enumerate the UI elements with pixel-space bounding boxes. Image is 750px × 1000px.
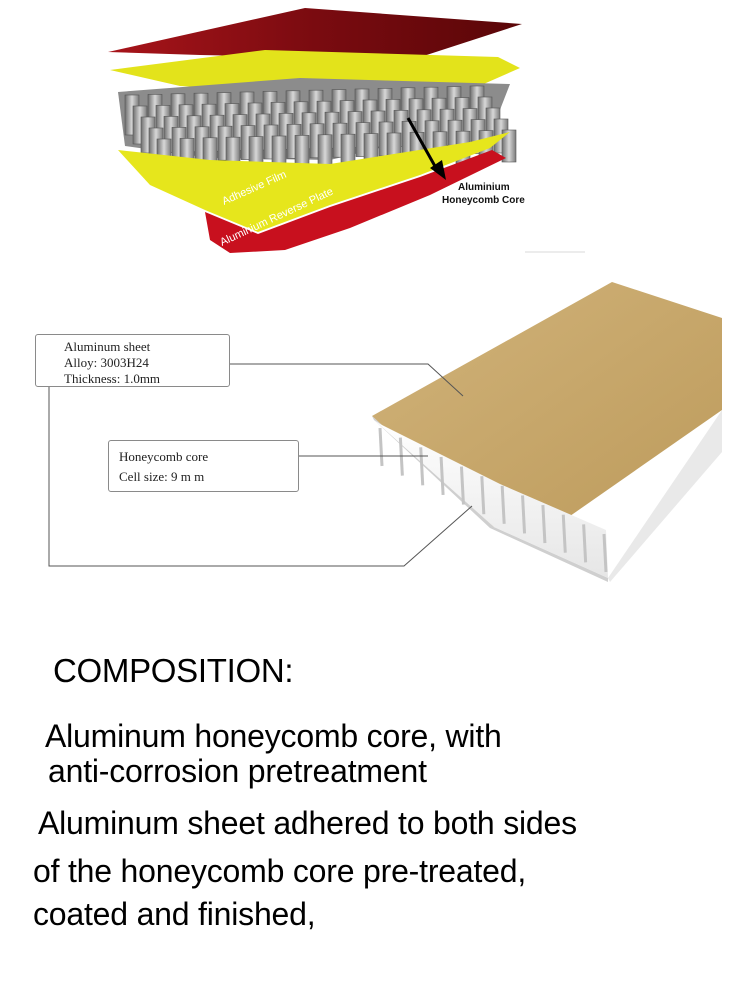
- honeycomb-core-block: [118, 78, 517, 172]
- edge-cell-wall: [459, 466, 465, 505]
- core-callout-line1: Honeycomb core: [119, 449, 209, 464]
- core-label-line1: Aluminium: [458, 182, 510, 193]
- edge-cell-wall: [602, 533, 608, 573]
- edge-cell-wall: [541, 505, 547, 544]
- panel-side-edge: [608, 410, 722, 582]
- edge-cell-wall: [439, 456, 445, 495]
- sheet-callout-line1: Aluminum sheet: [64, 339, 151, 354]
- panel-honeycomb-edge: [374, 420, 608, 578]
- core-label-line2: Honeycomb Core: [442, 195, 525, 206]
- composition-line-3: Aluminum sheet adhered to both sides: [38, 805, 577, 841]
- edge-cell-wall: [500, 485, 506, 524]
- top-aluminium-plate: [108, 8, 522, 62]
- core-callout-line2: Cell size: 9 m m: [119, 469, 205, 484]
- panel-cross-section: [48, 282, 722, 582]
- core-pointer-arrowhead: [430, 160, 446, 180]
- edge-cell-wall: [480, 476, 486, 515]
- core-pointer-arrow: [406, 117, 438, 169]
- bottom-adhesive-film: [118, 132, 510, 232]
- sheet-callout-line2: Alloy: 3003H24: [64, 355, 149, 370]
- honeycomb-core-callout: Honeycomb core Cell size: 9 m m: [108, 440, 299, 492]
- edge-cell-wall: [582, 524, 588, 563]
- honeycomb-edge-cells: [378, 427, 608, 573]
- exploded-layer-diagram: Adhesive Film Aluminium Reverse Plate Al…: [108, 8, 585, 253]
- composition-line-2: anti-corrosion pretreatment: [48, 753, 427, 789]
- edge-cell-wall: [398, 437, 404, 476]
- edge-cell-wall: [561, 514, 567, 553]
- composition-line-1: Aluminum honeycomb core, with: [45, 718, 502, 754]
- honeycomb-cell: [501, 129, 517, 163]
- edge-cell-wall: [419, 447, 425, 486]
- bottom-leader-line: [48, 387, 473, 567]
- sheet-callout-line3: Thickness: 1.0mm: [64, 371, 161, 386]
- honeycomb-cell: [317, 134, 333, 168]
- composition-heading: COMPOSITION:: [53, 652, 294, 689]
- aluminum-sheet-callout: Aluminum sheet Alloy: 3003H24 Thickness:…: [35, 334, 230, 387]
- edge-cell-wall: [378, 427, 384, 467]
- aluminium-reverse-plate: [205, 150, 506, 253]
- composition-section: COMPOSITION: Aluminum honeycomb core, wi…: [0, 640, 750, 980]
- sheet-leader-line: [230, 363, 464, 397]
- composition-line-4: of the honeycomb core pre-treated,: [33, 853, 527, 889]
- edge-cell-wall: [521, 495, 527, 534]
- composition-line-5: coated and finished,: [33, 896, 316, 932]
- honeycomb-cell: [294, 135, 310, 168]
